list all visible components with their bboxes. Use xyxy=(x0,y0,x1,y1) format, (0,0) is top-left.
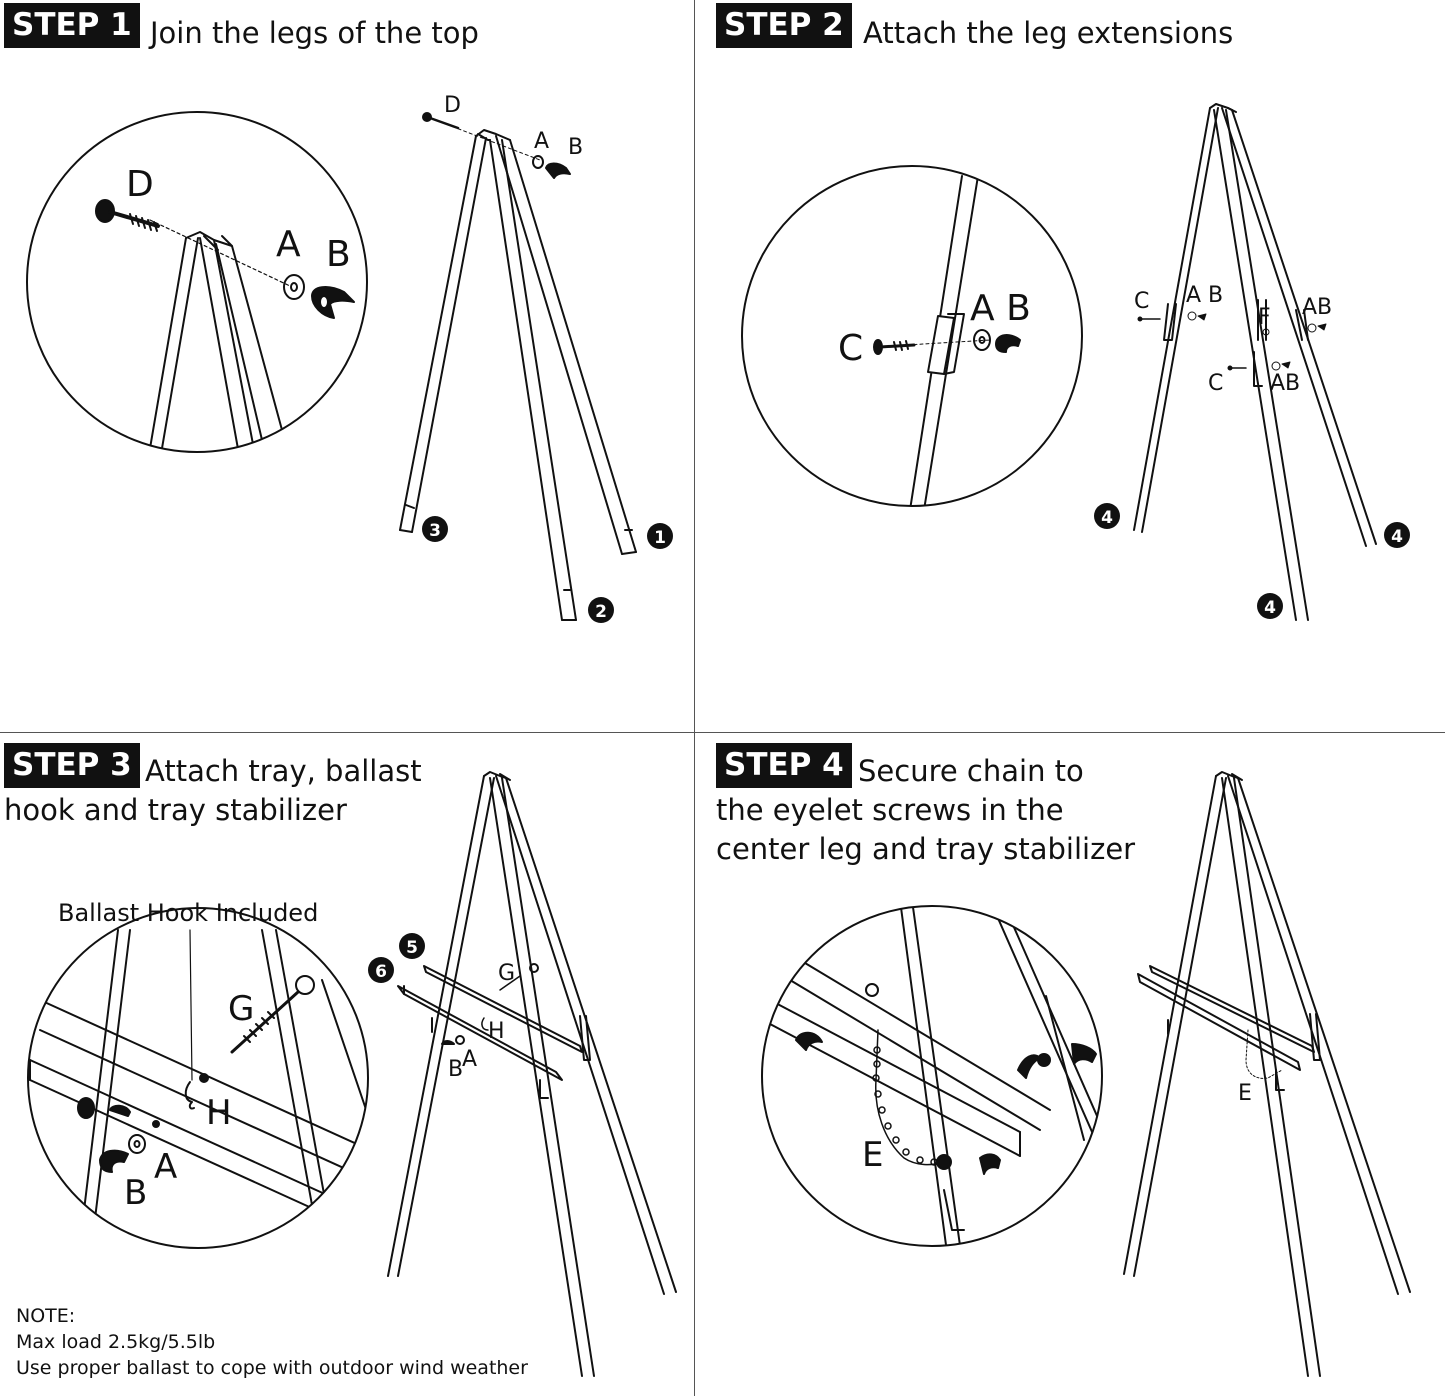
label-a-small: A xyxy=(534,129,549,154)
label-g-small: G xyxy=(498,961,515,986)
svg-text:3: 3 xyxy=(429,521,441,541)
part-labels: D A B D A B C A B C A B F AB C AB G H A … xyxy=(124,93,1332,1213)
step-4-title-line2: the eyelet screws in the xyxy=(716,793,1064,827)
extension-number-badge: 4 xyxy=(1094,503,1120,529)
step-2-detail-circle xyxy=(741,165,1083,507)
label-ab-left: A B xyxy=(1186,283,1223,308)
label-d-large: D xyxy=(126,164,154,205)
label-b-step3: B xyxy=(124,1173,147,1213)
tray-number-badge: 5 xyxy=(399,933,425,959)
step-3-detail-circle xyxy=(27,907,369,1249)
step-3-badge: STEP 3 xyxy=(4,743,140,788)
extension-number-badge: 4 xyxy=(1257,593,1283,619)
label-ab-right: AB xyxy=(1302,295,1332,320)
note-line-1: Max load 2.5kg/5.5lb xyxy=(16,1331,216,1353)
label-a-large: A xyxy=(276,224,301,265)
tray-number-badge: 6 xyxy=(368,957,394,983)
svg-text:1: 1 xyxy=(654,528,666,548)
step-1-detail-legs xyxy=(147,231,283,452)
step-1-title: Join the legs of the top xyxy=(150,16,479,50)
label-h-large: H xyxy=(206,1093,232,1133)
wing-nut-b-icon xyxy=(311,286,355,319)
label-ab-center: AB xyxy=(1270,371,1300,396)
step-4-easel xyxy=(1123,771,1411,1377)
label-d-small: D xyxy=(444,93,461,118)
step-1-detail-circle xyxy=(26,111,368,453)
note-heading: NOTE: xyxy=(16,1305,76,1327)
leg-number-badge: 1 xyxy=(647,523,673,549)
label-a-small-step3: A xyxy=(462,1047,477,1072)
step-4-badge: STEP 4 xyxy=(716,743,852,788)
step-4-detail-circle xyxy=(761,905,1103,1247)
chain-e-icon xyxy=(872,1029,945,1166)
vertical-divider xyxy=(694,0,695,1396)
leg-number-badge: 2 xyxy=(588,597,614,623)
svg-text:4: 4 xyxy=(1264,598,1276,618)
step-3-title-line2: hook and tray stabilizer xyxy=(4,793,347,827)
screw-d-icon xyxy=(95,199,160,232)
label-a-step3: A xyxy=(154,1147,177,1187)
label-h-small: H xyxy=(488,1019,505,1044)
label-e-small: E xyxy=(1238,1081,1252,1106)
step-1-badge: STEP 1 xyxy=(4,3,140,48)
screw-c-icon xyxy=(873,339,916,355)
step-4-title-line1: Secure chain to xyxy=(858,754,1084,788)
step-2-easel xyxy=(1133,103,1377,621)
step-3-easel xyxy=(387,771,677,1377)
label-c-left: C xyxy=(1134,289,1149,314)
label-ab-large: A B xyxy=(970,288,1031,329)
svg-text:6: 6 xyxy=(375,962,387,982)
svg-text:4: 4 xyxy=(1101,508,1113,528)
svg-text:2: 2 xyxy=(595,602,607,622)
label-g-large: G xyxy=(228,989,254,1029)
svg-text:4: 4 xyxy=(1391,527,1403,547)
extension-number-badge: 4 xyxy=(1384,522,1410,548)
horizontal-divider xyxy=(0,732,1445,733)
label-e-large: E xyxy=(862,1135,883,1175)
label-b-small: B xyxy=(568,135,583,160)
step-2-badge: STEP 2 xyxy=(716,3,852,48)
washer-a-icon xyxy=(283,274,305,300)
step-2-hardware xyxy=(1137,311,1327,371)
step-4-title-line3: center leg and tray stabilizer xyxy=(716,832,1136,866)
step-2-title: Attach the leg extensions xyxy=(863,16,1234,50)
step-2-detail-leg xyxy=(909,175,979,506)
leg-number-badge: 3 xyxy=(422,516,448,542)
step-1-easel xyxy=(399,129,637,621)
svg-text:5: 5 xyxy=(406,938,418,958)
eyelet-screw-g-icon xyxy=(230,975,315,1054)
label-b-small-step3: B xyxy=(448,1057,463,1082)
label-f: F xyxy=(1258,305,1271,330)
note-line-2: Use proper ballast to cope with outdoor … xyxy=(16,1357,528,1379)
number-badges: 1 2 3 4 4 4 5 6 xyxy=(368,503,1410,983)
step-3-title-line1: Attach tray, ballast xyxy=(145,754,422,788)
ballast-hook-callout: Ballast Hook Included xyxy=(58,899,319,927)
label-c-large: C xyxy=(838,328,863,369)
label-b-large: B xyxy=(326,234,351,275)
label-c-center: C xyxy=(1208,371,1223,396)
step-4-detail-parts xyxy=(769,906,1102,1246)
